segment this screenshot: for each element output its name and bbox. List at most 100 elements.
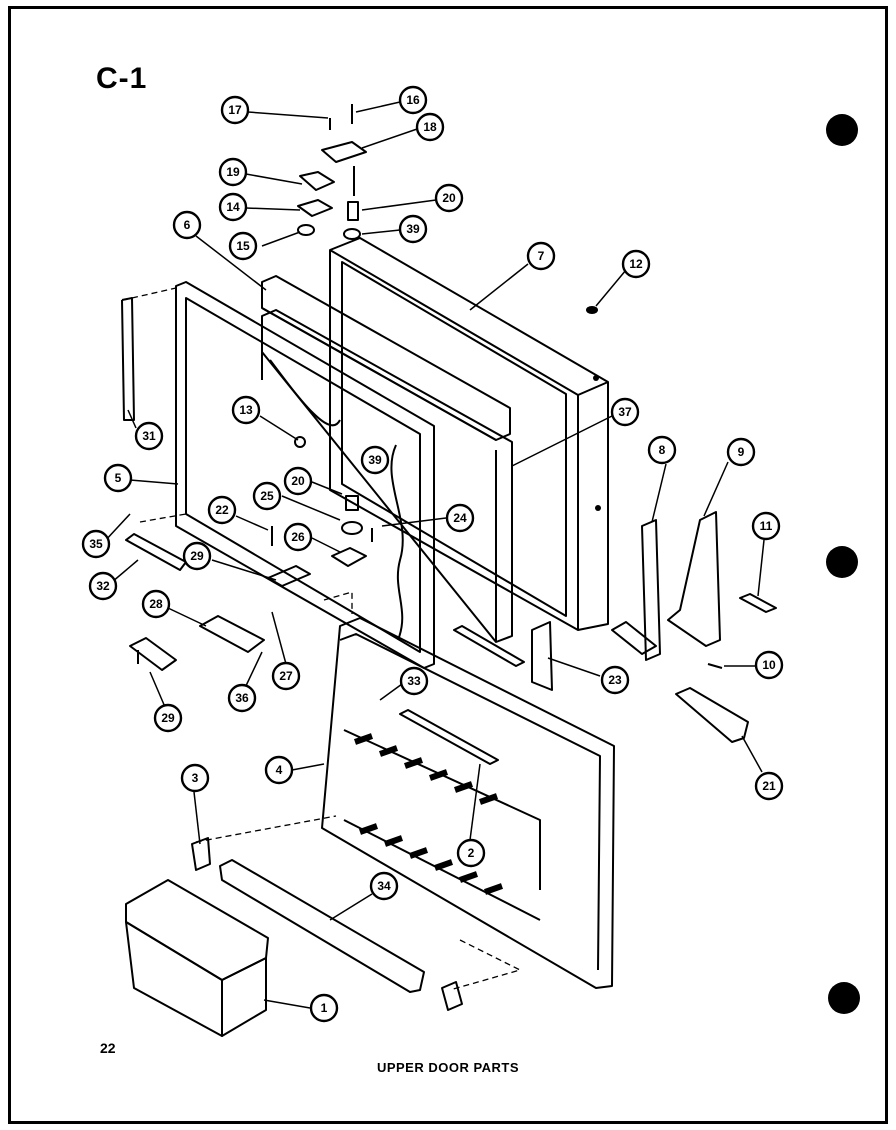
callout-21: 21 (754, 771, 784, 801)
svg-text:19: 19 (226, 165, 240, 179)
svg-text:2: 2 (468, 846, 475, 860)
latch-assembly (129, 615, 265, 671)
callout-20-mid: 20 (283, 466, 313, 496)
screw (707, 663, 723, 669)
svg-text:10: 10 (762, 658, 776, 672)
svg-text:7: 7 (538, 249, 545, 263)
sill-strip (125, 533, 187, 571)
svg-text:6: 6 (184, 218, 191, 232)
svg-text:11: 11 (760, 519, 773, 533)
svg-text:39: 39 (406, 222, 420, 236)
bottom-clip (441, 981, 463, 1011)
hinge-bracket-right (611, 511, 721, 661)
svg-text:35: 35 (89, 537, 103, 551)
svg-text:32: 32 (96, 579, 110, 593)
svg-text:8: 8 (659, 443, 666, 457)
hinge-assembly-middle (267, 436, 373, 587)
callout-4: 4 (264, 755, 294, 785)
svg-text:24: 24 (453, 511, 467, 525)
callout-19: 19 (218, 157, 248, 187)
svg-text:5: 5 (115, 471, 122, 485)
leader-lines (103, 101, 765, 1009)
callout-6: 6 (172, 210, 202, 240)
callout-23: 23 (600, 665, 630, 695)
svg-text:15: 15 (236, 239, 250, 253)
svg-text:28: 28 (149, 597, 163, 611)
diagram-code: C-1 (96, 62, 148, 95)
callout-14: 14 (218, 192, 248, 222)
door-liner (321, 617, 615, 989)
callout-10: 10 (754, 650, 784, 680)
callout-20-top: 20 (434, 183, 464, 213)
door-bin (125, 879, 269, 1037)
trim-bottom-right (675, 687, 749, 743)
door-frame-channel (261, 275, 513, 643)
callout-31: 31 (134, 421, 164, 451)
svg-text:39: 39 (368, 453, 382, 467)
page-border (8, 6, 888, 1124)
callout-39-top: 39 (398, 214, 428, 244)
callout-5: 5 (103, 463, 133, 493)
svg-text:36: 36 (235, 691, 249, 705)
svg-text:29: 29 (190, 549, 204, 563)
callout-33: 34 (369, 871, 399, 901)
callout-35: 35 (81, 529, 111, 559)
svg-text:16: 16 (406, 93, 420, 107)
callout-12: 12 (621, 249, 651, 279)
svg-text:25: 25 (260, 489, 274, 503)
svg-text:31: 31 (142, 429, 156, 443)
callout-25: 25 (252, 481, 282, 511)
door-plug (586, 306, 598, 314)
diagram-caption: UPPER DOOR PARTS (376, 1060, 520, 1075)
gasket-strip (121, 287, 177, 421)
svg-text:17: 17 (228, 103, 242, 117)
punch-hole-bottom (828, 982, 860, 1014)
trim-channel (453, 625, 525, 667)
callout-13: 13 (231, 395, 261, 425)
callout-7: 7 (526, 241, 556, 271)
svg-text:27: 27 (279, 669, 293, 683)
shelf-rail (399, 709, 499, 765)
door-outer-panel (329, 237, 609, 631)
svg-text:34: 34 (377, 879, 391, 893)
svg-text:23: 23 (608, 673, 622, 687)
bottom-trim (219, 859, 425, 993)
punch-hole-top (826, 114, 858, 146)
callout-22: 22 (207, 495, 237, 525)
callout-1: 1 (309, 993, 339, 1023)
svg-text:26: 26 (291, 530, 305, 544)
callout-8: 8 (647, 435, 677, 465)
svg-text:37: 37 (618, 405, 632, 419)
trim-small (739, 593, 777, 613)
callout-34: 33 (399, 666, 429, 696)
svg-text:18: 18 (423, 120, 437, 134)
callout-15: 15 (228, 231, 258, 261)
svg-text:33: 33 (407, 674, 421, 688)
svg-text:4: 4 (276, 763, 283, 777)
svg-text:21: 21 (762, 779, 776, 793)
alignment-lines (139, 513, 522, 991)
svg-text:13: 13 (239, 403, 253, 417)
svg-text:22: 22 (215, 503, 229, 517)
door-liner-frame (175, 281, 435, 669)
svg-text:12: 12 (629, 257, 643, 271)
svg-text:3: 3 (192, 771, 199, 785)
callout-37: 37 (610, 397, 640, 427)
callout-28: 28 (141, 589, 171, 619)
callout-11: 11 (751, 511, 781, 541)
svg-text:1: 1 (321, 1001, 328, 1015)
callout-32: 32 (88, 571, 118, 601)
callout-26: 26 (283, 522, 313, 552)
callout-24: 24 (445, 503, 475, 533)
svg-text:20: 20 (291, 474, 305, 488)
callout-36: 36 (227, 683, 257, 713)
callout-18: 18 (415, 112, 445, 142)
svg-text:29: 29 (161, 711, 175, 725)
svg-text:20: 20 (442, 191, 456, 205)
callout-9: 9 (726, 437, 756, 467)
callout-3: 3 (180, 763, 210, 793)
callout-17: 17 (220, 95, 250, 125)
callout-29: 29 (153, 703, 183, 733)
callout-30: 29 (182, 541, 212, 571)
